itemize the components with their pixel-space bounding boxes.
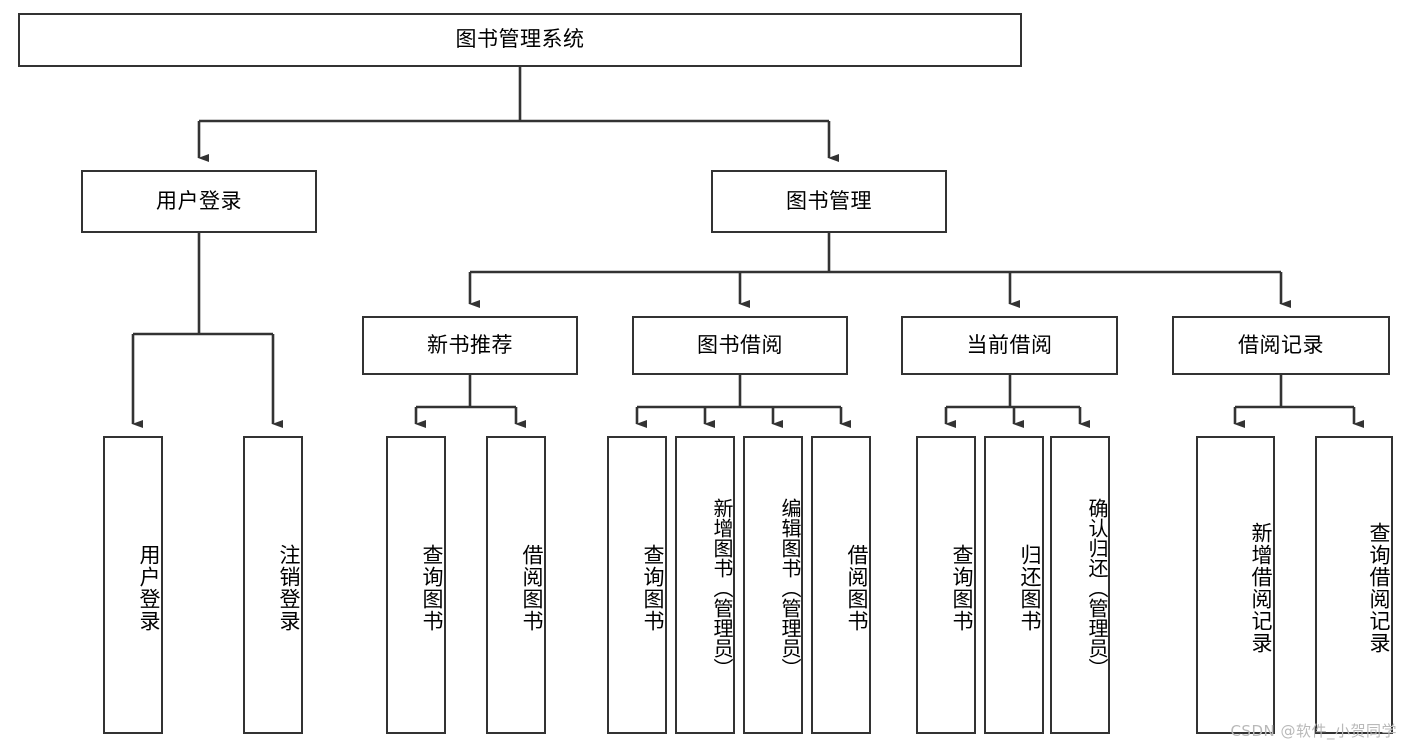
leaf-br-query-record-label: 查询借阅记录 [1367,522,1391,654]
leaf-user-login-label: 用户登录 [137,544,161,632]
node-user-login-label: 用户登录 [156,188,242,213]
node-book-manage-label: 图书管理 [786,188,872,213]
leaf-bb-borrow-book-label: 借阅图书 [845,544,869,632]
node-borrow-record-label: 借阅记录 [1238,332,1324,357]
node-root-system-label: 图书管理系统 [455,27,585,52]
leaf-cb-confirm-return[interactable]: 确认归还（管理员） [1050,436,1110,734]
leaf-cb-return-book[interactable]: 归还图书 [984,436,1044,734]
csdn-watermark: CSDN @软件_小贺同学 [1230,722,1397,740]
leaf-user-login[interactable]: 用户登录 [103,436,163,734]
leaf-logout[interactable]: 注销登录 [243,436,303,734]
leaf-bb-edit-book[interactable]: 编辑图书（管理员） [743,436,803,734]
node-borrow-record[interactable]: 借阅记录 [1172,316,1390,375]
leaf-rec-query-book[interactable]: 查询图书 [386,436,446,734]
leaf-logout-label: 注销登录 [277,544,301,632]
leaf-br-query-record[interactable]: 查询借阅记录 [1315,436,1393,734]
leaf-rec-borrow-book-label: 借阅图书 [520,544,544,632]
node-root-system[interactable]: 图书管理系统 [18,13,1022,67]
leaf-rec-borrow-book[interactable]: 借阅图书 [486,436,546,734]
node-book-manage[interactable]: 图书管理 [711,170,947,233]
node-new-book-recommend[interactable]: 新书推荐 [362,316,578,375]
node-user-login[interactable]: 用户登录 [81,170,317,233]
leaf-cb-query-book[interactable]: 查询图书 [916,436,976,734]
leaf-br-add-record-label: 新增借阅记录 [1249,522,1273,654]
leaf-cb-confirm-return-label: 确认归还（管理员） [1085,498,1109,678]
node-current-borrow[interactable]: 当前借阅 [901,316,1118,375]
leaf-bb-add-book[interactable]: 新增图书（管理员） [675,436,735,734]
leaf-cb-query-book-label: 查询图书 [950,544,974,632]
leaf-br-add-record[interactable]: 新增借阅记录 [1196,436,1275,734]
node-current-borrow-label: 当前借阅 [966,332,1053,357]
leaf-bb-query-book[interactable]: 查询图书 [607,436,667,734]
node-new-book-recommend-label: 新书推荐 [427,332,513,357]
leaf-cb-return-book-label: 归还图书 [1018,544,1042,632]
node-book-borrow[interactable]: 图书借阅 [632,316,848,375]
leaf-bb-query-book-label: 查询图书 [641,544,665,632]
leaf-rec-query-book-label: 查询图书 [420,544,444,632]
node-book-borrow-label: 图书借阅 [697,332,783,357]
leaf-bb-edit-book-label: 编辑图书（管理员） [778,498,802,678]
leaf-bb-add-book-label: 新增图书（管理员） [710,498,734,678]
leaf-bb-borrow-book[interactable]: 借阅图书 [811,436,871,734]
